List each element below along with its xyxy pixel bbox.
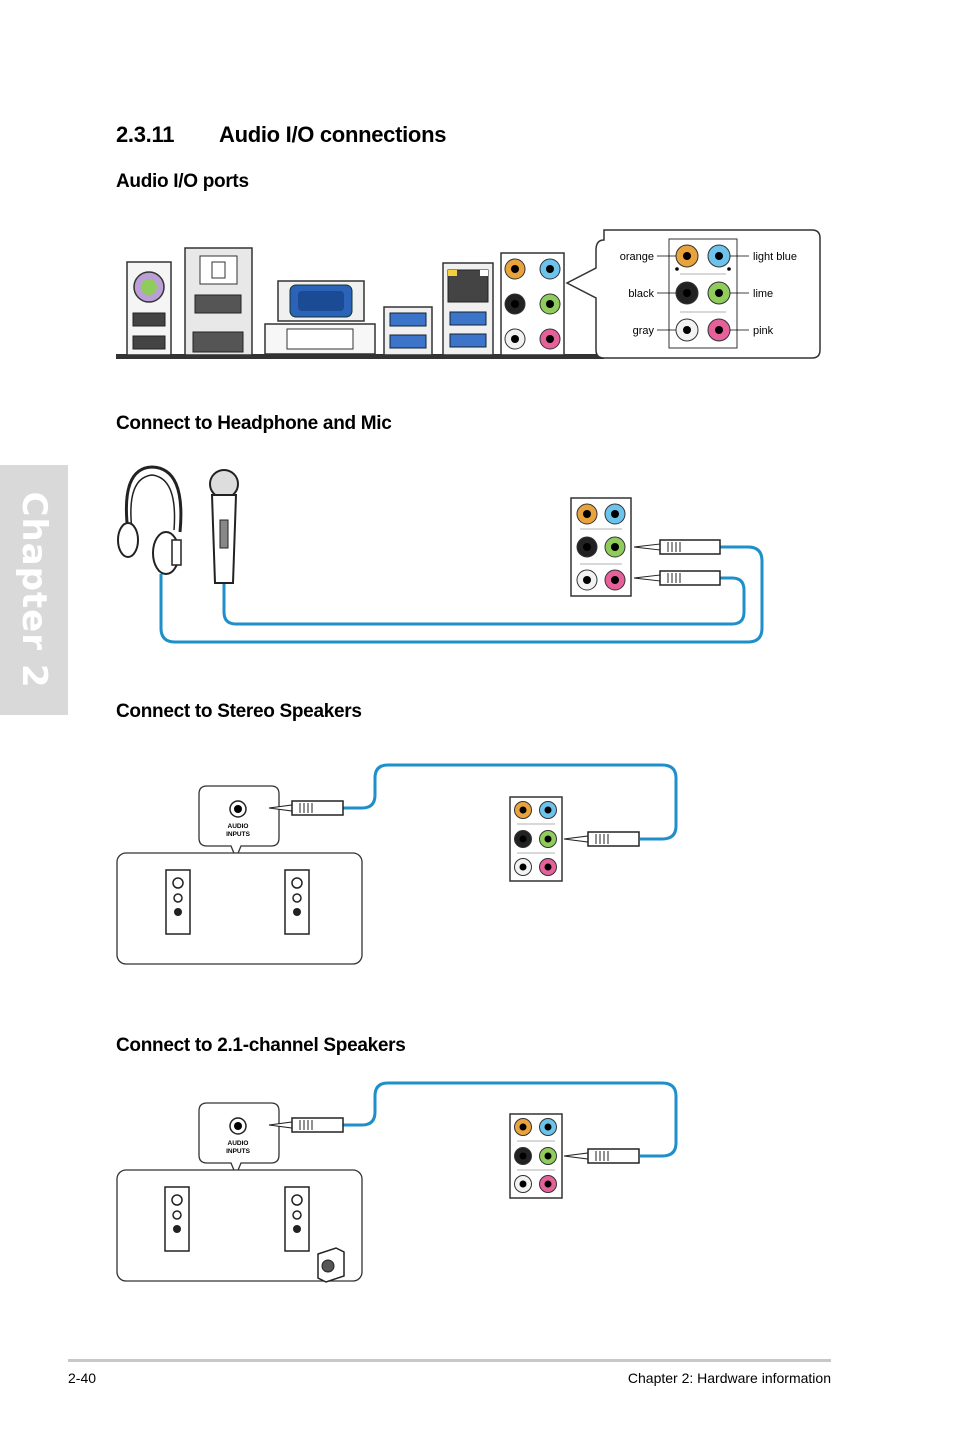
audio-plug-icon (563, 831, 640, 847)
audio-jacks-stereo-figure (509, 796, 563, 882)
headphone-icon (117, 465, 183, 575)
footer-rule (68, 1359, 831, 1362)
speaker-icon (284, 869, 310, 935)
audio-inputs-line1: AUDIO (228, 823, 249, 830)
label-light-blue: light blue (753, 251, 797, 263)
mic-cable (222, 576, 746, 626)
section-number: 2.3.11 (116, 122, 175, 147)
audio-jacks-channel21-figure (509, 1113, 563, 1199)
section-heading: Audio I/O connections (219, 122, 447, 147)
audio-inputs-line2: INPUTS (226, 831, 251, 838)
audio-plug-icon (633, 570, 721, 586)
subheading-ports: Audio I/O ports (116, 171, 249, 192)
channel21-cable (343, 1081, 678, 1158)
lan-usb3-port-icon (442, 262, 494, 356)
usb3-port-icon (383, 306, 433, 356)
audio-jacks-headphone-figure (570, 497, 632, 597)
section-title: 2.3.11 Audio I/O connections (116, 122, 446, 148)
audio-plug-icon (563, 1148, 640, 1164)
audio-plug-icon (268, 800, 344, 816)
audio-inputs-line2: INPUTS (226, 1148, 251, 1155)
label-pink: pink (753, 325, 774, 337)
stereo-speaker-group (116, 852, 363, 965)
footer-chapter: Chapter 2: Hardware information (627, 1370, 831, 1386)
label-orange: orange (620, 251, 654, 263)
stereo-cable (343, 763, 678, 841)
subwoofer-icon (317, 1247, 345, 1283)
label-black: black (628, 288, 654, 300)
speaker-input-box: AUDIO INPUTS (198, 1102, 280, 1177)
speaker-icon (284, 1186, 310, 1252)
page-number: 2-40 (68, 1370, 97, 1386)
hdmi-displayport-icon (184, 247, 253, 356)
audio-plug-icon (268, 1117, 344, 1133)
speaker-icon (165, 869, 191, 935)
speaker-icon (164, 1186, 190, 1252)
subheading-stereo: Connect to Stereo Speakers (116, 701, 362, 722)
audio-plug-icon (633, 539, 721, 555)
label-gray: gray (633, 325, 655, 337)
audio-jacks-panel-icon (500, 252, 565, 356)
speaker-input-box: AUDIO INPUTS (198, 785, 280, 860)
audio-inputs-line1: AUDIO (228, 1140, 249, 1147)
audio-jack-callout: orange black gray light blue lime pink (565, 229, 821, 359)
vga-dvi-port-icon (264, 280, 376, 355)
subheading-21-channel: Connect to 2.1-channel Speakers (116, 1035, 406, 1056)
headphone-cable (159, 545, 764, 644)
microphone-icon (209, 469, 239, 584)
chapter-tab: Chapter 2 (0, 465, 68, 715)
ps2-usb-port-icon (126, 261, 172, 356)
label-lime: lime (753, 288, 773, 300)
subheading-headphone: Connect to Headphone and Mic (116, 413, 392, 434)
